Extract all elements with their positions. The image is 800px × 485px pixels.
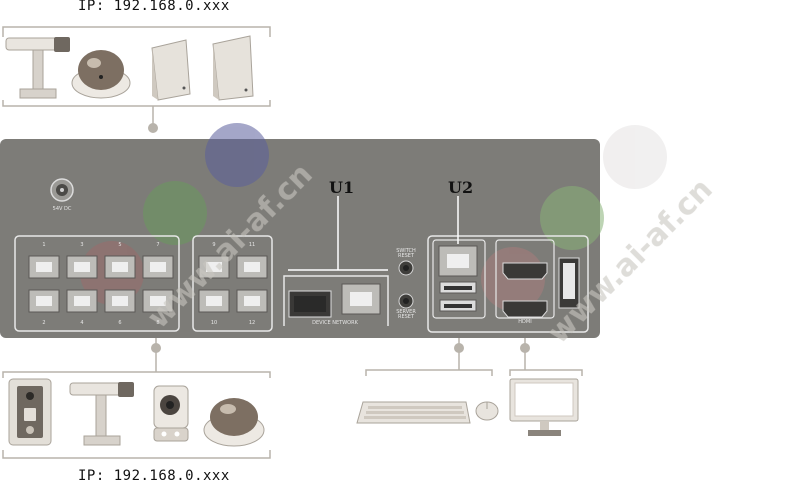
power-label: 54V DC <box>52 206 72 212</box>
ethernet-port-icon <box>341 283 381 315</box>
port-number: 4 <box>80 320 84 326</box>
dome-camera-icon <box>203 398 265 447</box>
watermark <box>80 123 667 311</box>
port-number: 11 <box>248 242 256 248</box>
mouse-icon <box>475 401 499 421</box>
top-bracket-node <box>148 123 158 133</box>
peripheral-node <box>454 343 464 353</box>
port-number: 7 <box>156 242 160 248</box>
poe-port-group-b <box>192 235 273 332</box>
dome-camera-icon <box>71 50 131 99</box>
usb-port-icon <box>439 281 477 312</box>
bottom-device-bracket <box>2 338 271 459</box>
poe-port-group-a <box>14 235 180 332</box>
server-port-group <box>427 235 589 333</box>
u1-callout: U1 <box>329 178 355 197</box>
switch-reset-label: SWITCH RESET <box>396 248 416 259</box>
bullet-camera-icon <box>5 37 70 99</box>
lan-port-icon <box>438 245 478 277</box>
port-number: 8 <box>156 320 160 326</box>
bottom-ip-label: IP: 192.168.0.xxx <box>78 468 230 484</box>
reset-button-icon <box>398 260 414 309</box>
door-station-icon <box>8 378 52 446</box>
port-number: 12 <box>248 320 256 326</box>
box-camera-icon <box>153 385 189 442</box>
port-number: 5 <box>118 242 122 248</box>
port-number: 1 <box>42 242 46 248</box>
speaker-icon <box>212 35 254 101</box>
port-number: 3 <box>80 242 84 248</box>
port-number: 10 <box>210 320 218 326</box>
monitor-icon <box>509 378 579 436</box>
port-number: 2 <box>42 320 46 326</box>
hdmi-label: HDMI <box>518 319 532 325</box>
bullet-camera-icon <box>69 382 134 446</box>
device-network-label: DEVICE NETWORK <box>312 320 358 326</box>
bottom-bracket-node <box>151 343 161 353</box>
speaker-icon <box>151 39 191 101</box>
keyboard-icon <box>356 401 471 424</box>
power-connector-icon <box>50 178 74 202</box>
power-switch-icon <box>558 257 580 309</box>
peripheral-bracket <box>365 338 583 376</box>
device-network-outline <box>283 275 389 326</box>
top-device-bracket <box>2 26 271 124</box>
u2-callout: U2 <box>448 178 474 197</box>
u1-leader-line <box>288 196 388 271</box>
top-ip-label: IP: 192.168.0.xxx <box>78 0 230 14</box>
sfp-port-icon <box>288 290 332 318</box>
monitor-node <box>520 343 530 353</box>
hdmi-port-icon <box>495 239 555 319</box>
port-number: 6 <box>118 320 122 326</box>
server-reset-label: SERVER RESET <box>396 309 416 320</box>
port-number: 9 <box>212 242 216 248</box>
ethernet-usb-group <box>432 239 486 319</box>
